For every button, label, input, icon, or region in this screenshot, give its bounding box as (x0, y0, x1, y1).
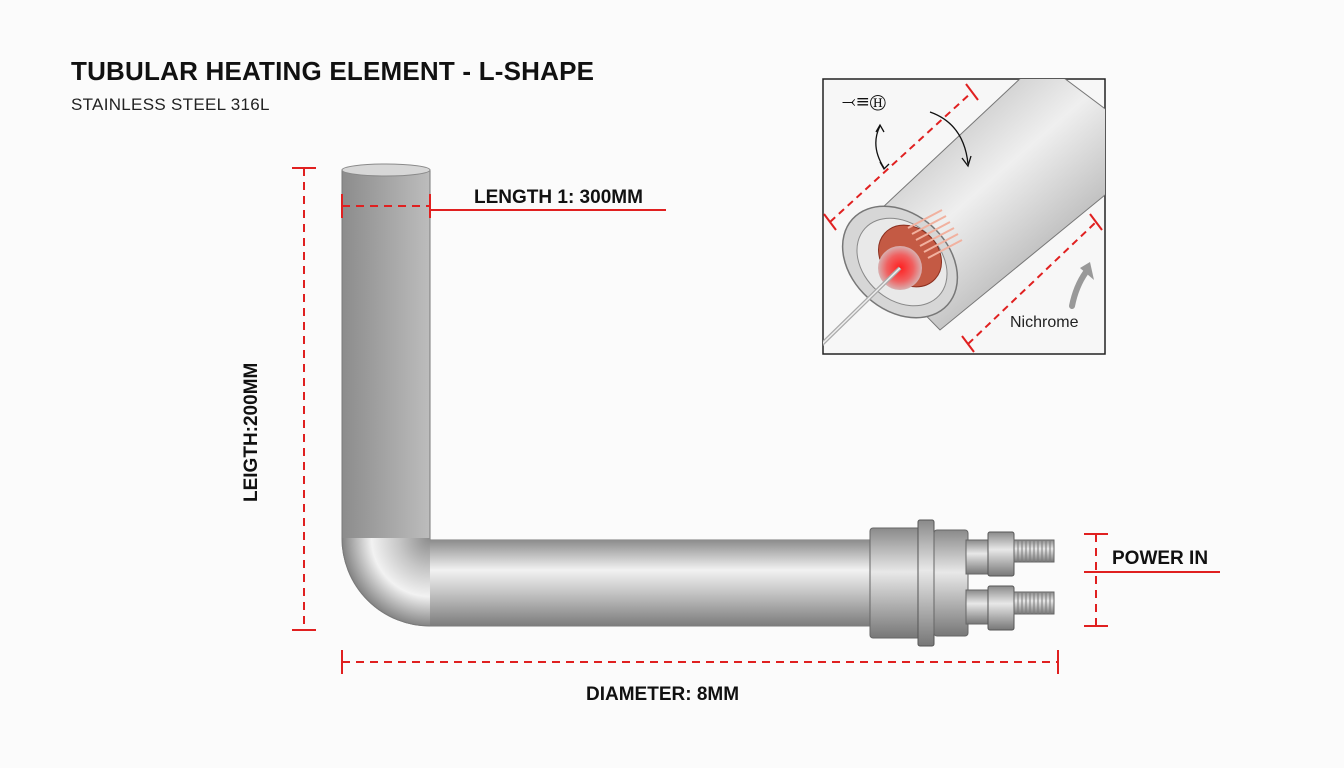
page-subtitle: STAINLESS STEEL 316L (71, 95, 270, 114)
nichrome-label: Nichrome (1010, 314, 1079, 331)
cutaway-inset (822, 78, 1106, 355)
power-in-dimension (1084, 533, 1220, 627)
threaded-terminal-lower (1013, 591, 1055, 615)
horizontal-diameter-dimension (341, 650, 1059, 674)
terminal-fitting (869, 519, 1055, 647)
diameter-label: DIAMETER: 8MM (586, 684, 740, 705)
power-in-label: POWER IN (1112, 548, 1209, 569)
page-title: TUBULAR HEATING ELEMENT - L-SHAPE (71, 56, 595, 86)
dimension-lines (292, 167, 1220, 674)
length-2-label: LEIGTH:200MM (241, 362, 262, 502)
threaded-terminal-upper (1013, 539, 1055, 563)
l-shaped-tube (341, 163, 873, 627)
vertical-length-dimension (292, 167, 316, 631)
curved-arrow-icon (929, 111, 969, 165)
length-1-label: LENGTH 1: 300MM (474, 187, 643, 208)
nichrome-pointer-arrow (1069, 269, 1089, 309)
inset-symbol-text: ⤙≡Ⓗ (842, 92, 886, 112)
tube-open-end (341, 163, 431, 177)
